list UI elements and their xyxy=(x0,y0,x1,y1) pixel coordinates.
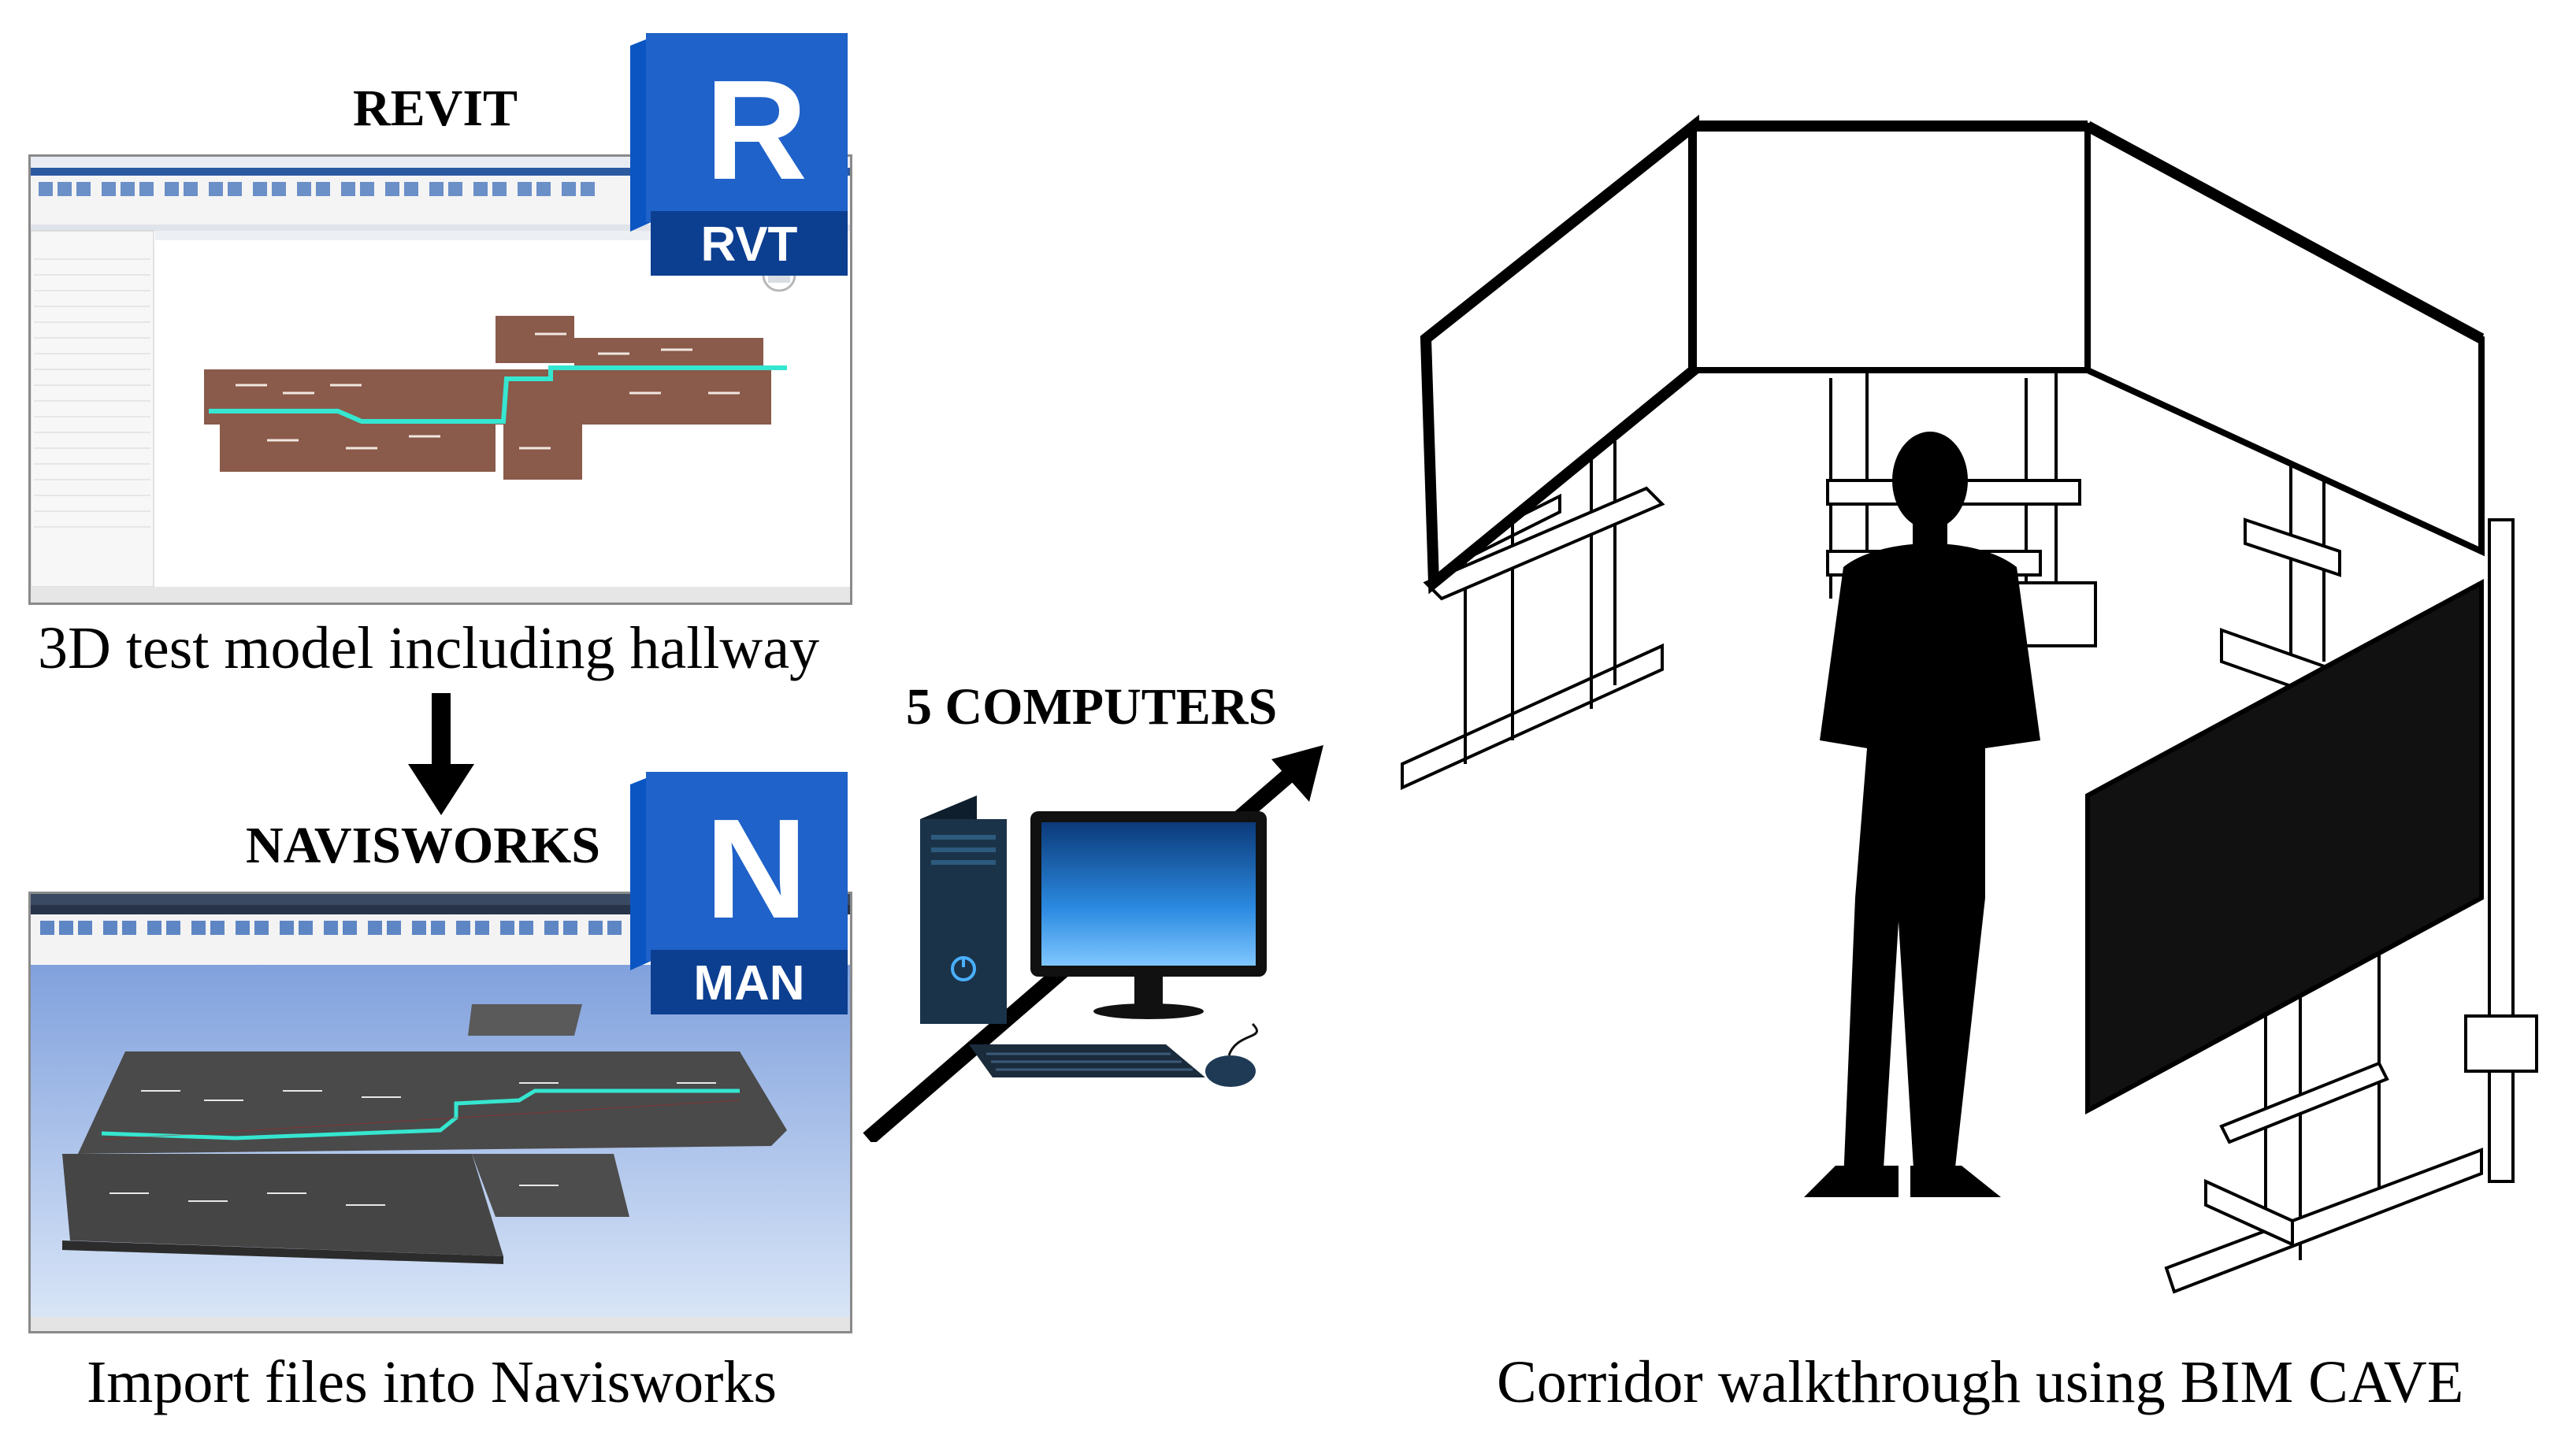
navisworks-title: NAVISWORKS xyxy=(246,817,600,874)
revit-logo: R RVT xyxy=(614,28,848,276)
revit-title: REVIT xyxy=(353,80,518,137)
cave-caption: Corridor walkthrough using BIM CAVE xyxy=(1497,1349,2464,1415)
pc-tower xyxy=(920,819,1007,1024)
right-screen xyxy=(2085,578,2484,1115)
front-screen xyxy=(1691,123,2091,373)
navisworks-caption: Import files into Navisworks xyxy=(87,1349,778,1415)
navisworks-3d-model xyxy=(62,1004,787,1264)
navisworks-logo: N MAN xyxy=(614,767,848,1014)
revit-caption: 3D test model including hallway xyxy=(38,615,820,681)
revit-logo-badge: RVT xyxy=(700,217,798,272)
navisworks-logo-badge: MAN xyxy=(693,956,805,1011)
computer-illustration xyxy=(863,745,1323,1142)
left-screen xyxy=(1420,114,1699,595)
computers-arrow-head xyxy=(1271,745,1323,802)
bim-cave-illustration xyxy=(1401,114,2538,1294)
right-back-screen xyxy=(2084,121,2485,557)
computers-label: 5 COMPUTERS xyxy=(906,678,1278,736)
revit-logo-letter: R xyxy=(705,51,807,210)
mouse xyxy=(1205,1055,1256,1087)
revit-floor-plan xyxy=(204,316,787,480)
navisworks-logo-letter: N xyxy=(705,790,807,948)
person-silhouette xyxy=(1804,432,2040,1197)
down-arrow xyxy=(408,693,474,815)
